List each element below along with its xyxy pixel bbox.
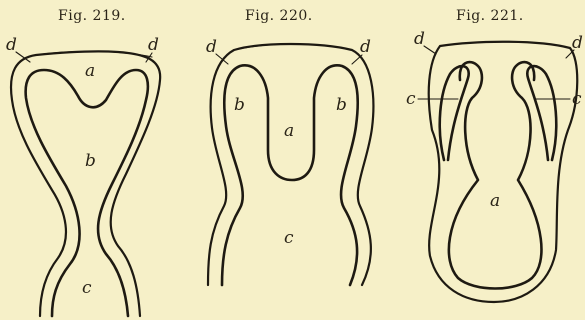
fig221-lip-left [440,66,469,160]
fig221-leader-d-left [424,46,436,54]
fig220-label-c: c [284,228,294,248]
fig220-label-a: a [284,121,294,141]
fig221-label-a: a [490,191,500,211]
figure-220: Fig. 220. d d b a b c [206,8,373,285]
fig220-label-b-left: b [234,95,245,115]
figure-221: Fig. 221. d d c c a [406,8,583,302]
fig220-leader-d-right [352,55,362,64]
fig219-label-b: b [85,151,96,171]
fig221-label-c-right: c [572,89,582,109]
fig219-outer-wall [11,51,160,316]
fig220-label-d-left: d [206,37,217,57]
fig221-lip-right [527,66,556,160]
fig220-label-d-right: d [360,37,371,57]
figure-221-caption: Fig. 221. [456,8,524,24]
figure-219-caption: Fig. 219. [58,8,126,24]
fig219-label-d-left: d [6,35,17,55]
fig220-label-b-right: b [336,95,347,115]
fig221-label-c-left: c [406,89,416,109]
fig219-label-a: a [85,61,95,81]
figure-219: Fig. 219. d d a b c [6,8,160,316]
fig221-label-d-left: d [414,29,425,49]
fig220-outer-wall [208,44,373,285]
fig219-label-d-right: d [148,35,159,55]
figure-220-caption: Fig. 220. [245,8,313,24]
fig219-label-c: c [82,278,92,298]
